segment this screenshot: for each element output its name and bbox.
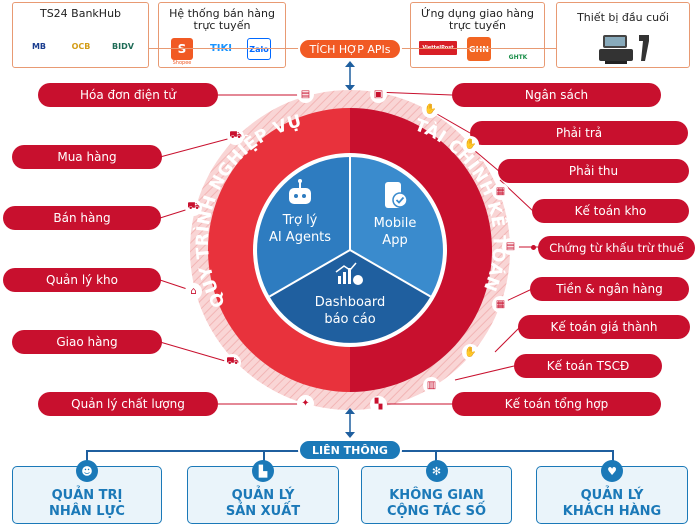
apis-arrow	[345, 61, 355, 91]
right-item-phai-thu[interactable]: Phải thu	[498, 159, 689, 183]
bottom-box-production[interactable]: ▙ QUẢN LÝ SẢN XUẤT	[187, 460, 339, 524]
shopee-caption: Shopee	[172, 60, 192, 66]
left-item-quan-ly-chat-luong[interactable]: Quản lý chất lượng	[38, 392, 218, 416]
fixed-asset-icon: ▥	[423, 377, 440, 394]
right-item-tscd[interactable]: Kế toán TSCĐ	[514, 354, 662, 378]
dashboard-label: Dashboard báo cáo	[314, 295, 386, 327]
tax-document-icon: ▤	[502, 238, 519, 255]
bankhub-box: TS24 BankHub MB OCB BIDV	[12, 2, 149, 68]
cost-icon: ✋	[462, 344, 479, 361]
bottom-box-hr-label: QUẢN TRỊ NHÂN LỰC	[49, 488, 125, 519]
bottom-box-crm-label: QUẢN LÝ KHÁCH HÀNG	[562, 488, 662, 519]
right-item-ke-toan-kho[interactable]: Kế toán kho	[532, 199, 689, 223]
mobile-check-icon	[385, 182, 408, 208]
factory-icon: ▙	[252, 460, 274, 482]
tax-dot	[531, 245, 536, 250]
chart-icon	[335, 262, 363, 285]
drop-line-3	[435, 450, 437, 464]
ocb-logo: OCB	[71, 41, 91, 51]
right-item-phai-tra[interactable]: Phải trả	[470, 121, 688, 145]
zalo-logo: Zalo	[247, 38, 271, 60]
robot-icon	[289, 179, 311, 204]
drop-line-1	[86, 450, 88, 464]
heart-icon: ♥	[601, 460, 623, 482]
left-item-mua-hang[interactable]: Mua hàng	[12, 145, 162, 169]
warehouse-icon: ⌂	[185, 283, 202, 300]
drop-line-2	[263, 450, 265, 464]
bottom-box-crm[interactable]: ♥ QUẢN LÝ KHÁCH HÀNG	[536, 460, 688, 524]
right-item-tien-ngan-hang[interactable]: Tiền & ngân hàng	[530, 277, 689, 301]
ghtk-logo: GHTK	[508, 54, 528, 61]
mb-logo: MB	[31, 41, 47, 51]
lien-thong-badge: LIÊN THÔNG	[298, 439, 402, 461]
bottom-box-production-label: QUẢN LÝ SẢN XUẤT	[225, 488, 301, 519]
right-item-ngan-sach[interactable]: Ngân sách	[452, 83, 661, 107]
ai-agents-label: Trợ lý AI Agents	[268, 213, 332, 245]
right-item-chung-tu-thue[interactable]: Chứng từ khấu trừ thuế	[538, 236, 695, 260]
right-item-gia-thanh[interactable]: Kế toán giá thành	[518, 315, 690, 339]
delivery-title: Ứng dụng giao hàng trực tuyến	[421, 7, 534, 32]
payable-icon: ✋	[422, 101, 439, 118]
cart-icon: ⛟	[227, 128, 244, 145]
ecommerce-box: Hệ thống bán hàng trực tuyến S Shopee TI…	[158, 2, 286, 68]
inventory-accounting-icon: ▦	[492, 183, 509, 200]
people-icon: ☻	[76, 460, 98, 482]
pos-terminal-icon	[599, 35, 649, 64]
quality-icon: ✦	[297, 395, 314, 412]
bank-icon: ▦	[492, 296, 509, 313]
drop-line-4	[612, 450, 614, 464]
cart-plus-icon: ⛟	[185, 199, 202, 216]
ecommerce-title: Hệ thống bán hàng trực tuyến	[169, 7, 275, 32]
devices-box: Thiết bị đầu cuối	[556, 2, 690, 68]
delivery-truck-icon: ⛟	[224, 354, 241, 371]
invoice-icon: ▤	[297, 86, 314, 103]
lien-thong-arrow	[345, 408, 355, 438]
shopee-logo: S	[171, 38, 193, 60]
ghn-logo: GHN	[467, 37, 491, 61]
apis-badge: TÍCH HỢP APIs	[298, 38, 402, 60]
left-item-quan-ly-kho[interactable]: Quản lý kho	[3, 268, 161, 292]
bottom-box-collab-label: KHÔNG GIAN CỘNG TÁC SỐ	[386, 488, 487, 519]
mobile-app-label: Mobile App	[373, 216, 417, 248]
budget-icon: ▣	[370, 86, 387, 103]
receivable-icon: ✋	[462, 136, 479, 153]
delivery-box: Ứng dụng giao hàng trực tuyến ViettelPos…	[410, 2, 545, 68]
devices-title: Thiết bị đầu cuối	[577, 11, 669, 24]
bottom-box-hr[interactable]: ☻ QUẢN TRỊ NHÂN LỰC	[12, 460, 162, 524]
right-item-tong-hop[interactable]: Kế toán tổng hợp	[452, 392, 661, 416]
bottom-box-collab[interactable]: ✻ KHÔNG GIAN CỘNG TÁC SỐ	[361, 460, 512, 524]
bankhub-title: TS24 BankHub	[39, 7, 122, 20]
general-ledger-icon: ▚	[370, 396, 387, 413]
bidv-logo: BIDV	[112, 41, 134, 51]
left-item-giao-hang[interactable]: Giao hàng	[12, 330, 162, 354]
left-item-ban-hang[interactable]: Bán hàng	[3, 206, 161, 230]
left-item-hoa-don[interactable]: Hóa đơn điện tử	[38, 83, 218, 107]
network-icon: ✻	[425, 460, 448, 482]
